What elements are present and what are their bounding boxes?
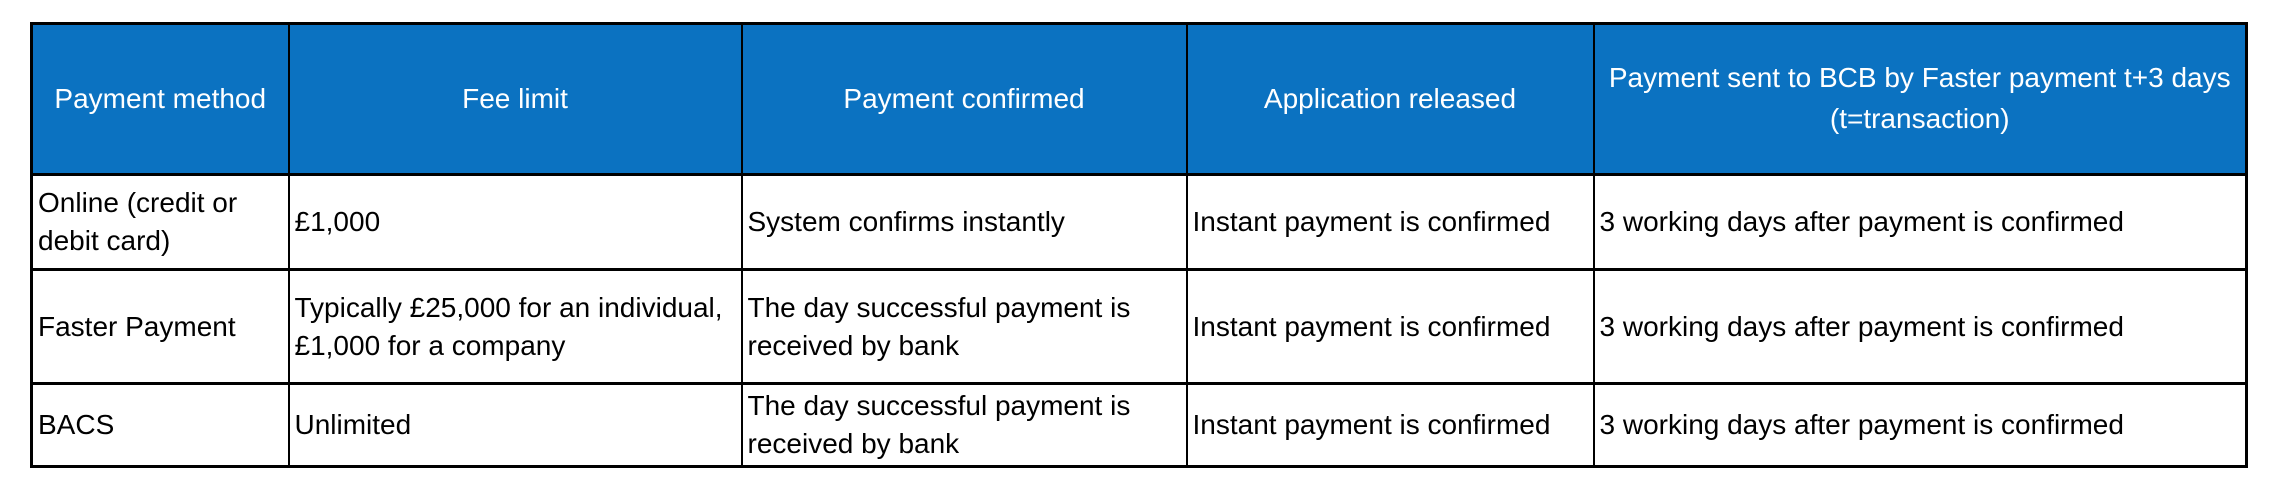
cell-payment-sent-to-bcb: 3 working days after payment is confirme… <box>1592 173 2248 271</box>
cell-application-released: Instant payment is confirmed <box>1185 173 1595 271</box>
column-header-payment-confirmed: Payment confirmed <box>740 22 1188 176</box>
table-header-row: Payment method Fee limit Payment confirm… <box>30 22 2248 176</box>
cell-payment-method: Faster Payment <box>30 268 290 385</box>
payment-methods-table: Payment method Fee limit Payment confirm… <box>30 22 2248 468</box>
table-row-online: Online (credit or debit card) £1,000 Sys… <box>30 173 2248 271</box>
column-header-payment-sent-to-bcb: Payment sent to BCB by Faster payment t+… <box>1592 22 2248 176</box>
cell-application-released: Instant payment is confirmed <box>1185 268 1595 385</box>
cell-payment-sent-to-bcb: 3 working days after payment is confirme… <box>1592 382 2248 468</box>
column-header-payment-method: Payment method <box>30 22 290 176</box>
cell-payment-method: Online (credit or debit card) <box>30 173 290 271</box>
table-row-faster-payment: Faster Payment Typically £25,000 for an … <box>30 268 2248 385</box>
cell-fee-limit: Unlimited <box>287 382 743 468</box>
cell-payment-confirmed: The day successful payment is received b… <box>740 382 1188 468</box>
cell-payment-sent-to-bcb: 3 working days after payment is confirme… <box>1592 268 2248 385</box>
cell-payment-confirmed: The day successful payment is received b… <box>740 268 1188 385</box>
column-header-application-released: Application released <box>1185 22 1595 176</box>
cell-fee-limit: £1,000 <box>287 173 743 271</box>
table-row-bacs: BACS Unlimited The day successful paymen… <box>30 382 2248 468</box>
cell-payment-confirmed: System confirms instantly <box>740 173 1188 271</box>
cell-application-released: Instant payment is confirmed <box>1185 382 1595 468</box>
column-header-fee-limit: Fee limit <box>287 22 743 176</box>
cell-fee-limit: Typically £25,000 for an individual, £1,… <box>287 268 743 385</box>
cell-payment-method: BACS <box>30 382 290 468</box>
